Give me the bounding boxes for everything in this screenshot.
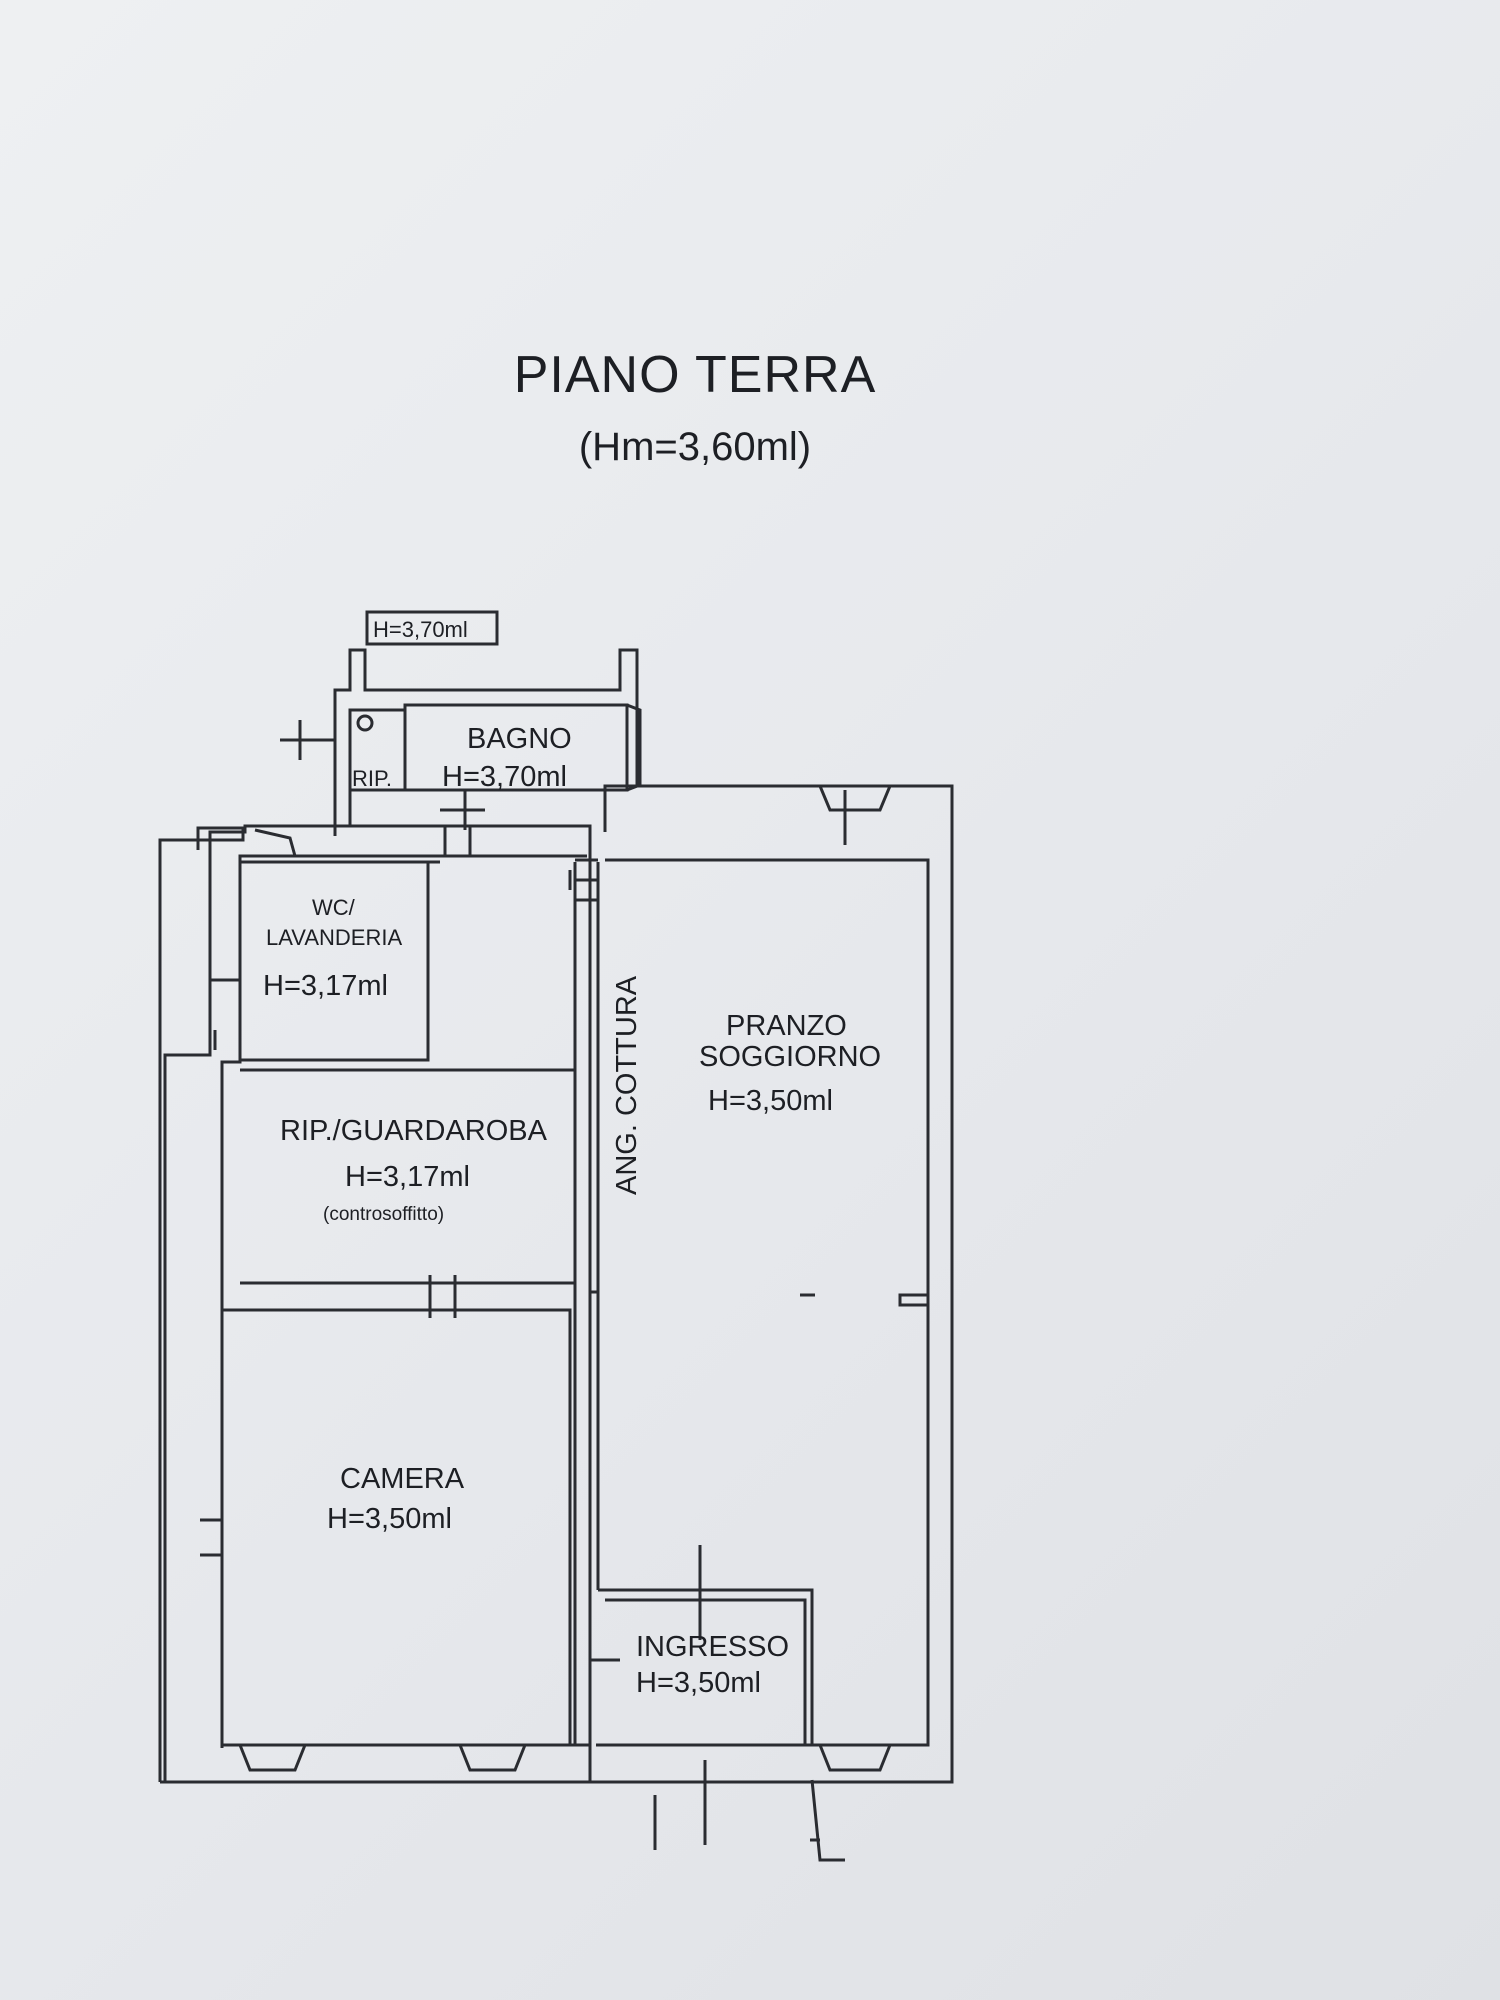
annex-wall-outer [333, 648, 639, 836]
floor-average-height: (Hm=3,60ml) [578, 425, 812, 469]
window-bottom-2 [458, 1744, 527, 1772]
ingresso-room-inner [605, 1598, 807, 1745]
pranzo-height: H=3,50ml [708, 1085, 833, 1117]
entrance-step [810, 1779, 845, 1862]
wc-room [238, 860, 430, 1062]
bagno-window [626, 703, 642, 792]
ingresso-height: H=3,50ml [636, 1667, 761, 1699]
window-top-3 [443, 826, 472, 856]
guardaroba-height: H=3,17ml [345, 1161, 470, 1193]
camera-height: H=3,50ml [327, 1503, 452, 1535]
door-guardaroba [428, 1275, 457, 1318]
door-bagno [440, 790, 485, 830]
wc-height: H=3,17ml [263, 970, 388, 1002]
outer-wall-inner [220, 854, 587, 1748]
left-door-mark [210, 978, 240, 1050]
shaft-height-label: H=3,70ml [373, 617, 468, 642]
shaft-label-box [365, 610, 499, 646]
ingresso-name: INGRESSO [636, 1631, 789, 1663]
window-top-1 [254, 828, 297, 857]
pranzo-name-2: SOGGIORNO [699, 1041, 881, 1073]
pranzo-name-1: PRANZO [726, 1010, 847, 1042]
bagno-height: H=3,70ml [442, 761, 567, 793]
guardaroba-name: RIP./GUARDAROBA [280, 1115, 548, 1147]
outer-wall-main [163, 824, 592, 1784]
guardaroba-note: (controsoffitto) [323, 1204, 444, 1225]
shaft-circle [356, 714, 374, 732]
window-bottom-1 [238, 1744, 307, 1772]
door-cottura [575, 858, 598, 902]
bagno-name: BAGNO [467, 723, 572, 755]
door-ingresso [590, 1545, 702, 1662]
cottura-name: ANG. COTTURA [611, 975, 643, 1195]
camera-name: CAMERA [340, 1463, 465, 1495]
door-entrance [653, 1760, 707, 1850]
door-wc [420, 860, 572, 890]
wc-name-1: WC/ [312, 895, 356, 920]
window-top-2 [818, 785, 892, 812]
left-door-mark-2 [200, 1518, 222, 1557]
right-wall-notch [898, 1293, 928, 1307]
wc-name-2: LAVANDERIA [266, 925, 402, 950]
right-wing-inner [596, 858, 930, 1747]
window-bottom-3 [818, 1744, 892, 1772]
outer-wall [158, 826, 245, 1782]
floor-title: PIANO TERRA [513, 346, 877, 404]
rip-small-label: RIP. [352, 766, 392, 791]
ingresso-room [598, 1588, 814, 1745]
annex-small-door [280, 720, 335, 760]
camera-room [222, 1308, 572, 1745]
